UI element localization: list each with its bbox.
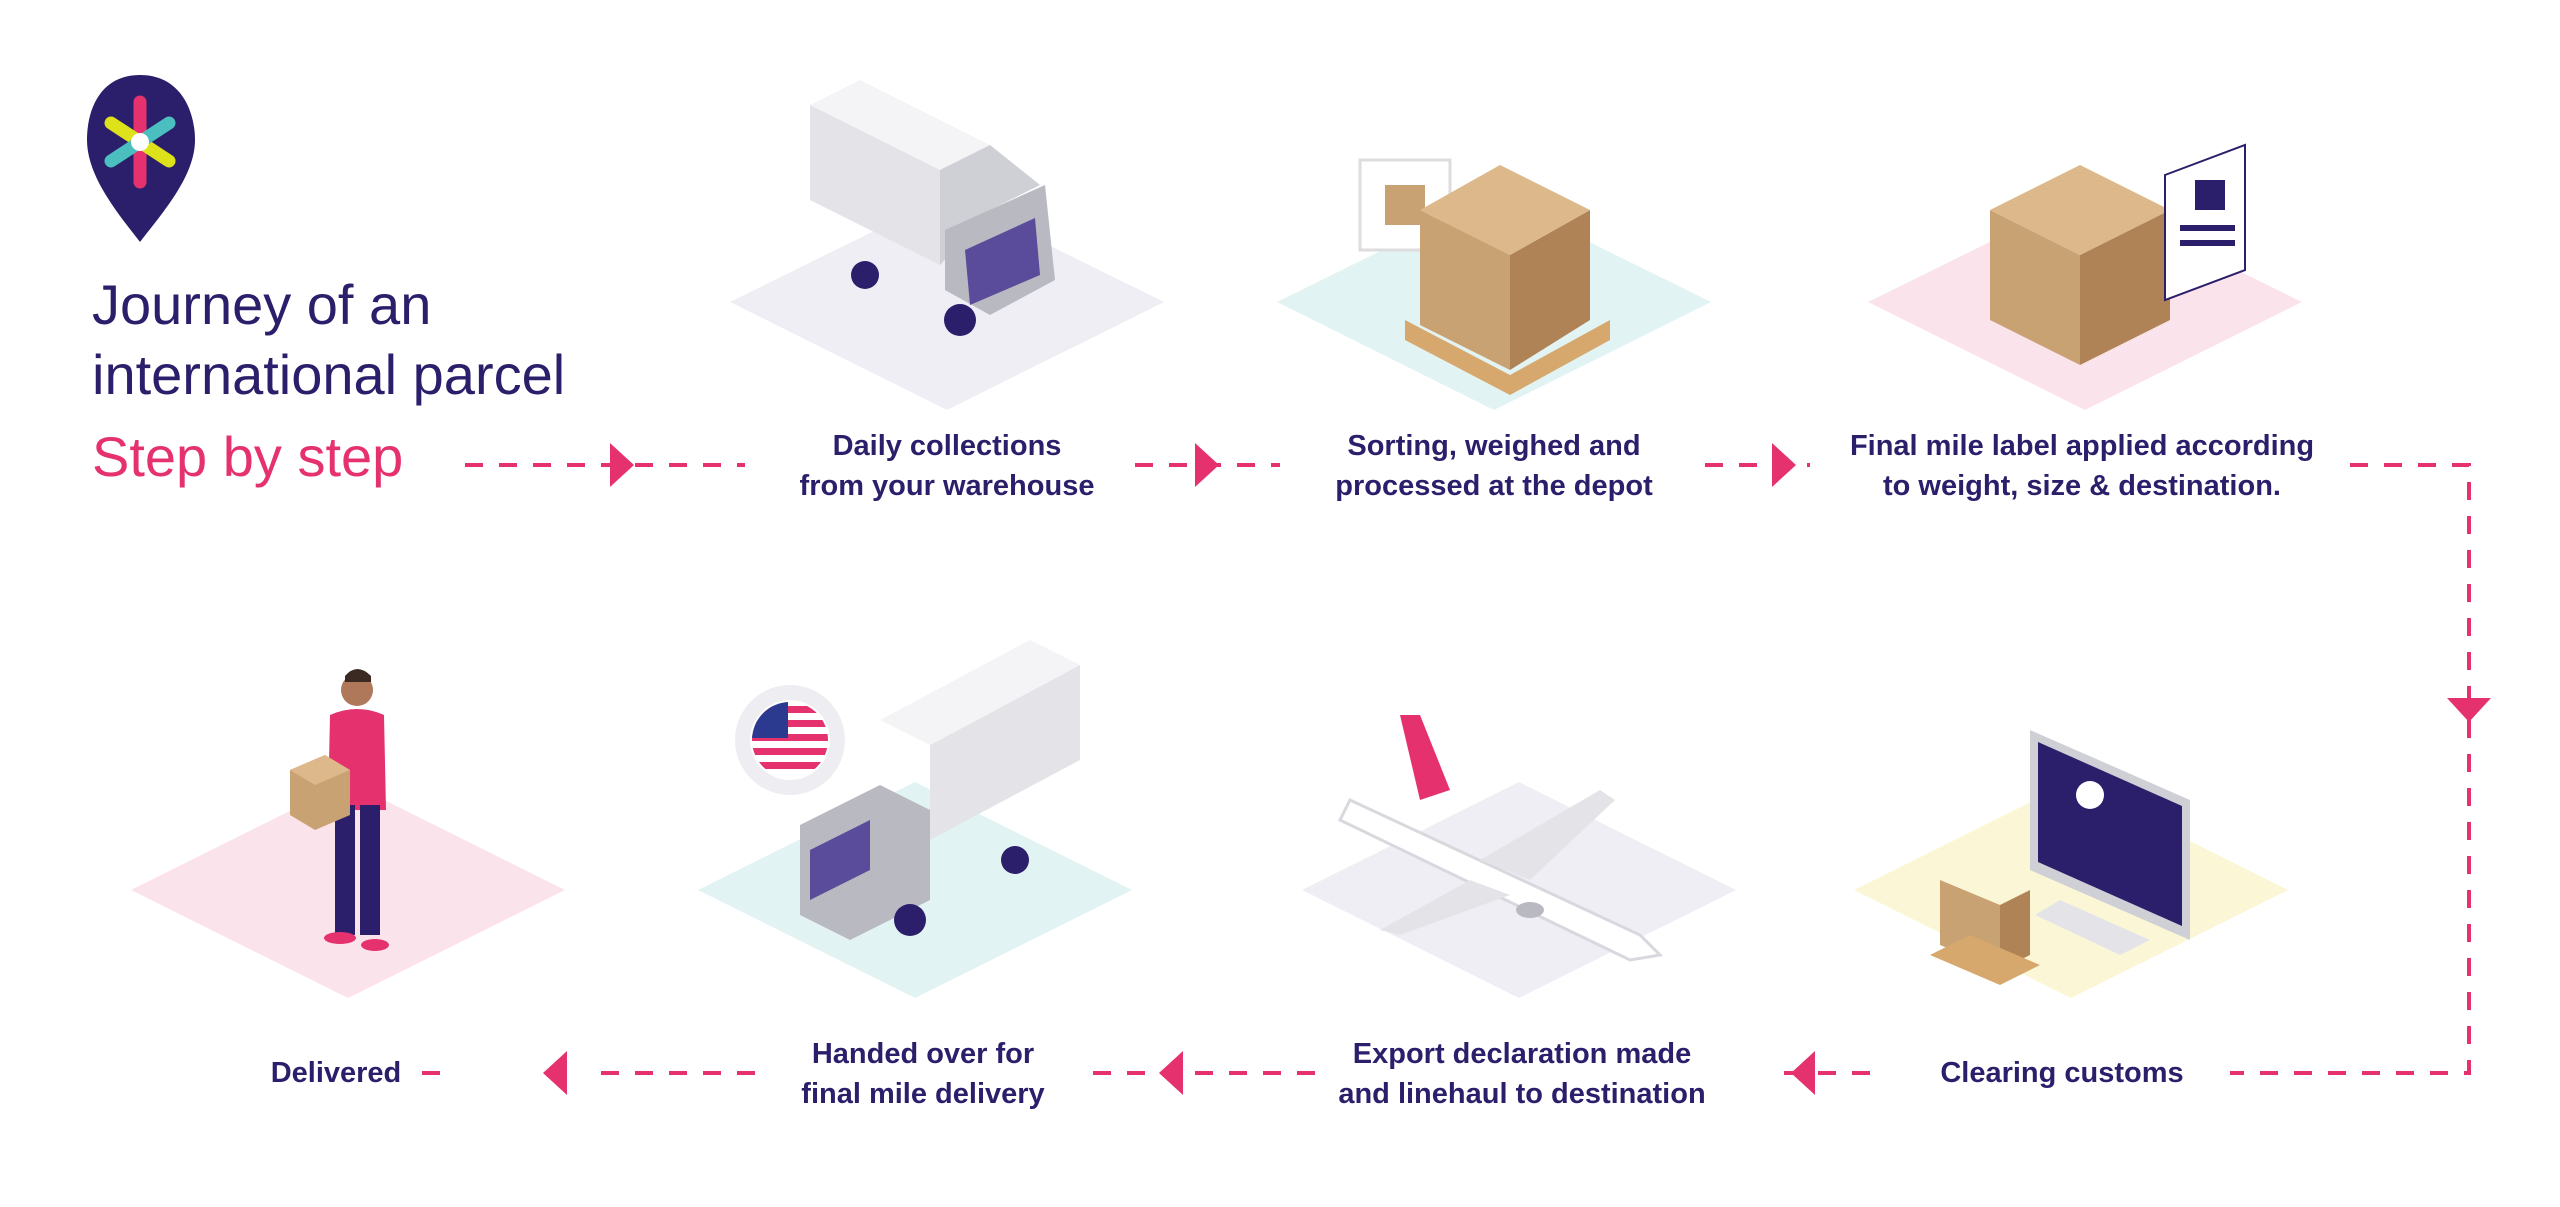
label-line: Export declaration made [1352, 1038, 1692, 1070]
us-flag-icon [752, 702, 828, 778]
connector-lines [420, 463, 2471, 1075]
arrow-down-icon [2447, 698, 2491, 722]
label-line: processed at the depot [1335, 470, 1653, 502]
label-line: Clearing customs [1940, 1057, 2184, 1089]
step-1-tile [730, 195, 1164, 410]
arrow-left-icon [543, 1051, 567, 1095]
step-label-final-mile-label: Final mile label applied according to we… [1782, 426, 2382, 506]
label-line: Final mile label applied according [1849, 430, 2315, 462]
labelled-parcel-icon [1990, 143, 2246, 365]
step-label-clearing-customs: Clearing customs [1762, 1053, 2362, 1093]
label-line: Handed over for [811, 1038, 1035, 1070]
page-title: Journey of an international parcel [92, 270, 565, 410]
arrow-right-icon [1195, 443, 1219, 487]
label-line: from your warehouse [799, 470, 1095, 502]
airplane-icon [1337, 715, 1664, 962]
title-line-1: Journey of an [92, 273, 432, 336]
step-label-daily-collections: Daily collections from your warehouse [647, 426, 1247, 506]
logo-pin-icon [87, 75, 195, 242]
label-line: to weight, size & destination. [1883, 470, 2281, 502]
recipient-person-icon [290, 669, 389, 951]
step-label-delivered: Delivered [36, 1053, 636, 1093]
arrow-right-icon [610, 443, 634, 487]
collection-truck-icon [810, 80, 1055, 336]
arrow-left-icon [1791, 1051, 1815, 1095]
parcel-pallet-icon [1358, 158, 1610, 395]
step-label-handed-over: Handed over for final mile delivery [623, 1034, 1223, 1114]
page-subtitle: Step by step [92, 425, 404, 488]
label-line: Sorting, weighed and [1347, 430, 1641, 462]
arrowheads [543, 443, 2491, 1095]
label-line: and linehaul to destination [1338, 1078, 1706, 1110]
title-line-2: international parcel [92, 343, 566, 406]
label-line: Delivered [270, 1057, 402, 1089]
delivery-truck-icon [735, 640, 1080, 940]
step-label-export-declaration: Export declaration made and linehaul to … [1222, 1034, 1822, 1114]
label-line: final mile delivery [801, 1078, 1045, 1110]
arrow-right-icon [1772, 443, 1796, 487]
label-line: Daily collections [832, 430, 1062, 462]
step-label-sorting: Sorting, weighed and processed at the de… [1194, 426, 1794, 506]
customs-monitor-icon [1930, 730, 2190, 985]
arrow-left-icon [1159, 1051, 1183, 1095]
